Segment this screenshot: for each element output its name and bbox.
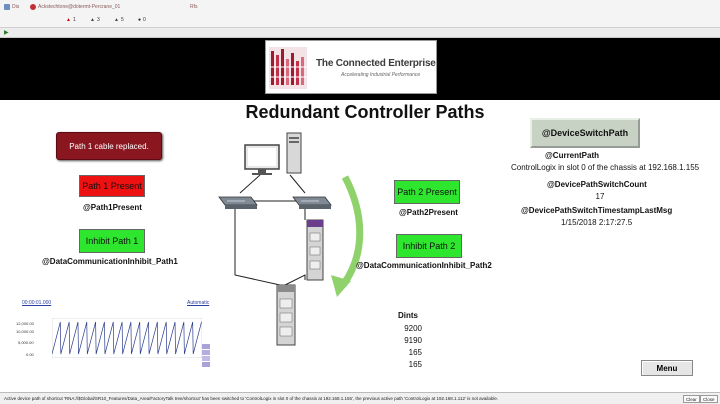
inhibit-path2-tag: @DataCommunicationInhibit_Path2 (356, 261, 492, 270)
status-message: Active device path of shortcut 'RNA://$G… (4, 396, 499, 401)
alarm-low-icon: ● (138, 17, 142, 23)
company-logo: The Connected Enterprise Accelerating In… (265, 40, 437, 94)
dints-title: Dints (398, 311, 418, 320)
switch-count-value: 17 (595, 192, 605, 201)
path2-present-tag: @Path2Present (399, 208, 458, 217)
network-switch-left-icon (218, 196, 258, 209)
alarm-count-high[interactable]: ▲ 3 (90, 17, 100, 23)
dint-value-0: 9200 (404, 324, 422, 333)
network-switch-right-icon (292, 196, 332, 209)
page-title: Redundant Controller Paths (245, 102, 485, 122)
trend-mode-label[interactable]: Automatic (187, 300, 210, 306)
status-bar: Active device path of shortcut 'RNA://$G… (0, 392, 720, 404)
path2-present-indicator: Path 2 Present (394, 180, 460, 204)
last-msg-timestamp-tag: @DevicePathSwitchTimestampLastMsg (521, 206, 673, 215)
device-switch-path-button[interactable]: @DeviceSwitchPath (530, 118, 640, 148)
last-msg-timestamp-value: 1/15/2018 2:17:27.5 (561, 218, 633, 227)
path1-present-indicator: Path 1 Present (79, 175, 145, 197)
controller-chassis-lower-icon (276, 284, 296, 346)
tab-rfs[interactable]: Rfs (190, 4, 198, 10)
clear-button[interactable]: Clear (683, 395, 700, 403)
current-path-value: ControlLogix in slot 0 of the chassis at… (511, 163, 700, 172)
monitor-icon (244, 144, 280, 175)
trend-time-label[interactable]: 00:00:01.000 (22, 300, 52, 306)
switch-count-tag: @DevicePathSwitchCount (547, 180, 647, 189)
alarm-summary-row: ▲ 1 ▲ 3 ▲ 5 ● 0 (0, 15, 720, 27)
alarm-critical-icon: ▲ (66, 17, 71, 23)
menu-button[interactable]: Menu (641, 360, 693, 376)
computer-tower-icon (286, 132, 302, 174)
inhibit-path2-button[interactable]: Inhibit Path 2 (396, 234, 462, 258)
window-tab-row: Dis Ackstechtone@dotermt-Percrane_01 Rfs (0, 2, 720, 14)
display-icon (4, 4, 10, 10)
tab-display[interactable]: Dis (4, 4, 19, 10)
alarm-count-medium[interactable]: ▲ 5 (114, 17, 124, 23)
close-button[interactable]: Close (700, 395, 718, 403)
path1-present-tag: @Path1Present (83, 203, 142, 212)
logo-subtitle: Accelerating Industrial Performance (341, 72, 421, 78)
logo-graphic-icon (269, 47, 307, 89)
play-icon[interactable]: ▶ (4, 30, 9, 36)
alarm-count-critical[interactable]: ▲ 1 (66, 17, 76, 23)
inhibit-path1-tag: @DataCommunicationInhibit_Path1 (42, 257, 178, 266)
dint-value-2: 165 (408, 348, 422, 357)
trend-plot (52, 318, 202, 358)
tab-display-label: Dis (12, 4, 20, 10)
dint-value-3: 165 (408, 360, 422, 369)
tool-strip: ▶ (0, 28, 720, 38)
trend-ytick-1: 10,000.00 (16, 329, 34, 334)
alarm-high-icon: ▲ (90, 17, 95, 23)
logo-title: The Connected Enterprise (316, 58, 436, 69)
tab-user[interactable]: Ackstechtone@dotermt-Percrane_01 (30, 4, 120, 10)
trend-pen-selector[interactable] (202, 344, 210, 368)
alarm-low-count: 0 (143, 17, 146, 23)
dint-value-1: 9190 (404, 336, 422, 345)
window-toolbar: Dis Ackstechtone@dotermt-Percrane_01 Rfs… (0, 0, 720, 28)
tab-rfs-label: Rfs (190, 4, 198, 10)
current-path-tag: @CurrentPath (544, 151, 600, 160)
switchover-arrow-icon (331, 175, 364, 297)
trend-ytick-0: 12,000.00 (16, 321, 34, 326)
tab-user-label: Ackstechtone@dotermt-Percrane_01 (38, 4, 121, 10)
trend-ytick-3: 0.00 (26, 352, 34, 357)
trend-line (52, 321, 202, 355)
inhibit-path1-button[interactable]: Inhibit Path 1 (79, 229, 145, 253)
alarm-critical-count: 1 (72, 17, 76, 23)
network-diagram (218, 132, 364, 346)
alarm-count-low[interactable]: ● 0 (138, 17, 146, 23)
path-alert-button[interactable]: Path 1 cable replaced. (56, 132, 162, 160)
trend-panel: 00:00:01.000 Automatic 12,000.00 10,000.… (6, 300, 210, 386)
alarm-medium-count: 5 (120, 17, 124, 23)
alarm-medium-icon: ▲ (114, 17, 119, 23)
user-icon (30, 4, 36, 10)
alarm-high-count: 3 (96, 17, 100, 23)
trend-ytick-2: 5,000.00 (18, 340, 34, 345)
controller-chassis-upper-icon (306, 219, 324, 281)
